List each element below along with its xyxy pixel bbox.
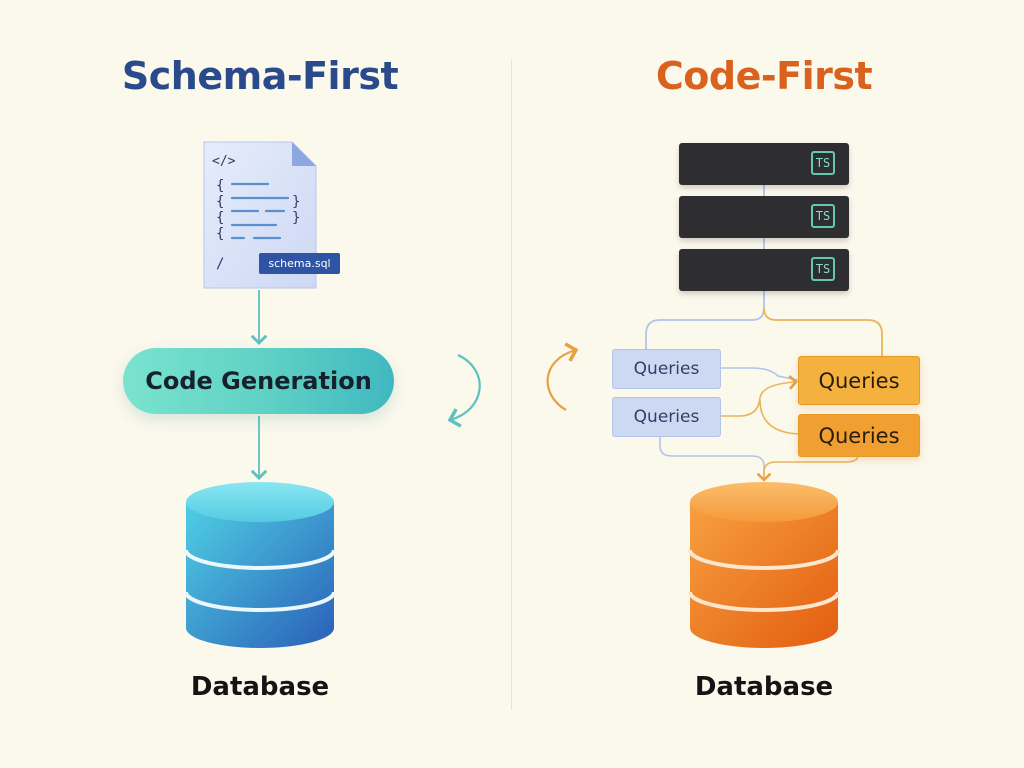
refresh-arrow-icon <box>546 342 579 411</box>
database-icon <box>184 482 336 648</box>
query-box-2: Queries <box>612 397 721 437</box>
code-first-title: Code-First <box>655 54 873 98</box>
svg-text:{: { <box>216 226 224 242</box>
connector-orange-to-db <box>756 454 859 482</box>
code-generation-label: Code Generation <box>145 367 372 395</box>
code-icon: </> <box>212 154 236 169</box>
query-box-3: Queries <box>798 356 920 405</box>
svg-text:{: { <box>216 210 224 226</box>
refresh-arrow-icon <box>447 354 481 428</box>
ts-file-1: TS <box>679 143 849 185</box>
divider <box>511 60 512 710</box>
schema-file-tag: schema.sql <box>259 253 340 274</box>
ts-file-3: TS <box>679 249 849 291</box>
connector-blue-to-db <box>659 435 765 480</box>
database-label-left: Database <box>190 672 330 702</box>
database-label-right: Database <box>694 672 834 702</box>
svg-text:{: { <box>216 194 224 210</box>
svg-text:}: } <box>292 194 300 210</box>
typescript-icon: TS <box>811 151 835 175</box>
schema-file-icon: </> { { { { } } / <box>203 141 317 289</box>
connector-q1-q3 <box>719 367 799 381</box>
query-box-1: Queries <box>612 349 721 389</box>
typescript-icon: TS <box>811 257 835 281</box>
database-icon <box>688 482 840 648</box>
connector-orange-1 <box>763 307 883 356</box>
code-generation-pill: Code Generation <box>123 348 394 414</box>
svg-text:{: { <box>216 178 224 194</box>
svg-text:/: / <box>216 256 224 272</box>
query-box-4: Queries <box>798 414 920 457</box>
typescript-icon: TS <box>811 204 835 228</box>
connector-q2-q3 <box>719 375 798 417</box>
connector-to-q4 <box>759 399 799 435</box>
schema-first-title: Schema-First <box>121 54 399 98</box>
svg-text:}: } <box>292 210 300 226</box>
connector-blue-1 <box>645 291 765 349</box>
ts-file-2: TS <box>679 196 849 238</box>
